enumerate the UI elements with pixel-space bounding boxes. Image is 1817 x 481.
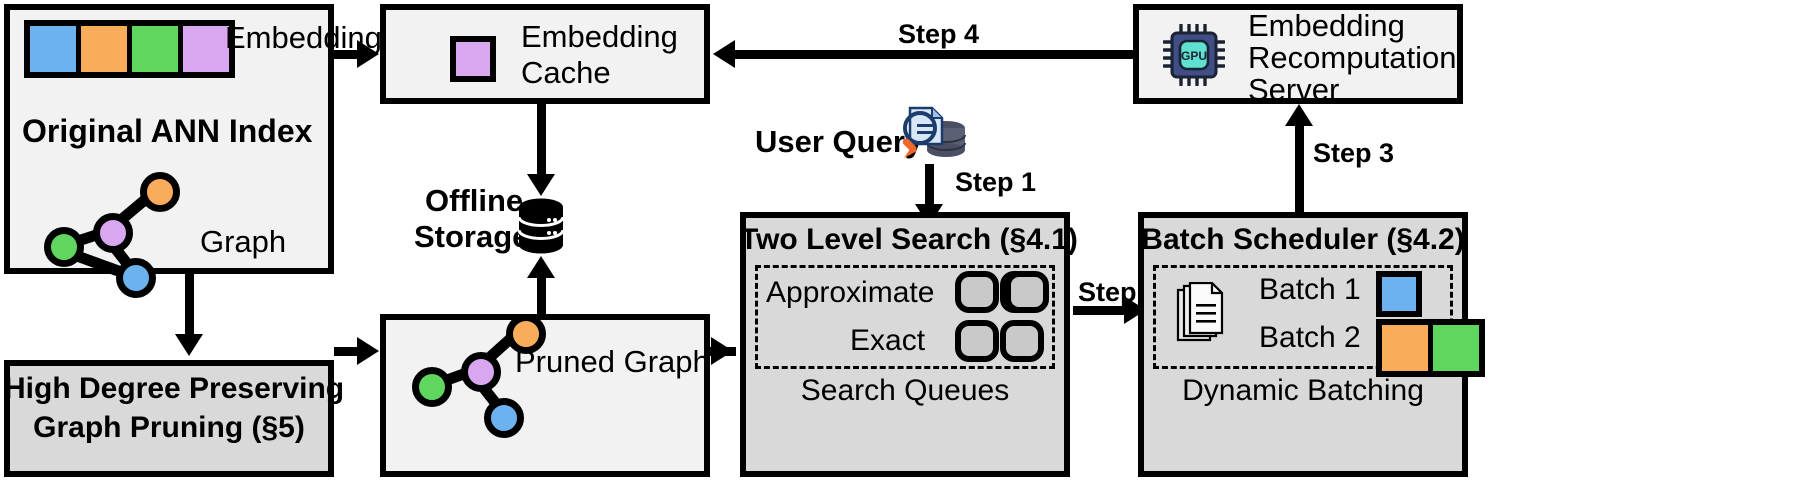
graph-pruning-box (4, 360, 334, 477)
two-level-search-title: Two Level Search (§4.1) (740, 223, 1078, 256)
arrow-pruning-to-prunedgraph-head (357, 337, 379, 365)
arrow-server-to-cache-line (735, 50, 1133, 59)
batch2-label: Batch 2 (1259, 321, 1361, 354)
batch2-chip-green (1433, 325, 1479, 371)
user-query-search-database-icon (898, 104, 968, 166)
arrow-scheduler-to-server-head (1285, 104, 1313, 126)
arrow-server-to-cache-head (713, 40, 735, 68)
recomputation-server-line2: Recomputation (1248, 40, 1457, 75)
graph-node-orange (140, 172, 180, 212)
arrow-prunedgraph-to-search-head (711, 337, 733, 365)
batch1-label: Batch 1 (1259, 273, 1361, 306)
arrow-cache-to-storage-line (537, 104, 546, 176)
approximate-queue-slot (1005, 271, 1049, 313)
dynamic-batching-dashed-region (1153, 265, 1453, 369)
arrow-pruning-to-prunedgraph-line (334, 347, 360, 356)
recomputation-server-line1: Embedding (1248, 8, 1405, 43)
arrow-cache-to-storage-head (527, 174, 555, 196)
exact-queue-slot (1000, 320, 1044, 362)
pruned-node-orange (506, 314, 546, 354)
exact-row-label: Exact (850, 324, 926, 357)
arrow-embedding-to-cache-head (357, 40, 379, 68)
search-queues-caption: Search Queues (800, 374, 1010, 407)
approximate-row-label: Approximate (766, 276, 935, 309)
arrow-index-to-pruning-head (175, 334, 203, 356)
graph-pruning-title-line2: Graph Pruning (§5) (33, 411, 305, 444)
original-graph (40, 165, 190, 298)
graph-node-blue (116, 258, 156, 298)
batch-scheduler-documents-icon (1175, 281, 1229, 348)
embedding-cache-box (380, 4, 710, 104)
step1-label: Step 1 (955, 167, 1037, 197)
pruned-graph (408, 314, 546, 438)
embedding-chip-orange (81, 26, 132, 72)
embedding-label: Embedding (225, 20, 382, 55)
step3-label: Step 3 (1313, 138, 1395, 168)
arrow-search-to-scheduler-line (1073, 306, 1131, 315)
batch2-chip-orange (1382, 325, 1433, 371)
embedding-chip-purple (183, 26, 229, 72)
graph-label: Graph (200, 224, 287, 259)
pruned-node-purple (461, 352, 501, 392)
pruned-node-green (412, 367, 452, 407)
embedding-chip-green (132, 26, 183, 72)
recomputation-server-line3: Server (1248, 72, 1340, 107)
graph-node-green (44, 227, 84, 267)
step4-label: Step 4 (898, 19, 980, 49)
graph-pruning-title-line1: High Degree Preserving (4, 372, 345, 405)
embedding-cache-title-line1: Embedding (521, 19, 678, 54)
gpu-icon-text: GPU (1181, 49, 1207, 63)
arrow-prunedgraph-to-storage-head (527, 256, 555, 278)
offline-storage-label-line2: Storage (414, 219, 530, 254)
exact-queue-slot (955, 320, 999, 362)
approximate-queue-slot (955, 271, 999, 313)
embedding-chip-blue (30, 26, 81, 72)
original-ann-index-title: Original ANN Index (22, 113, 313, 149)
pruned-graph-label: Pruned Graph (515, 344, 710, 379)
batch-scheduler-title: Batch Scheduler (§4.2) (1141, 223, 1465, 256)
search-queues-dashed-region (755, 265, 1055, 369)
graph-node-purple (93, 213, 133, 253)
dynamic-batching-caption: Dynamic Batching (1182, 374, 1424, 407)
batch1-chip-blue (1376, 271, 1422, 317)
recomputation-server-gpu-chip-icon: GPU (1162, 23, 1226, 87)
embedding-chip-strip (24, 20, 235, 78)
batch2-chip-strip (1376, 319, 1485, 377)
arrow-query-to-search-line (925, 164, 934, 208)
offline-storage-database-icon (517, 198, 565, 254)
user-query-label: User Query (755, 124, 923, 159)
pruned-node-blue (484, 398, 524, 438)
arrow-index-to-pruning-line (185, 274, 194, 336)
offline-storage-label-line1: Offline (425, 183, 524, 218)
embedding-cache-purple-square-icon (450, 36, 496, 82)
arrow-scheduler-to-server-line (1295, 122, 1304, 212)
embedding-cache-title-line2: Cache (521, 55, 611, 90)
arrow-embedding-to-cache-line (334, 50, 360, 59)
